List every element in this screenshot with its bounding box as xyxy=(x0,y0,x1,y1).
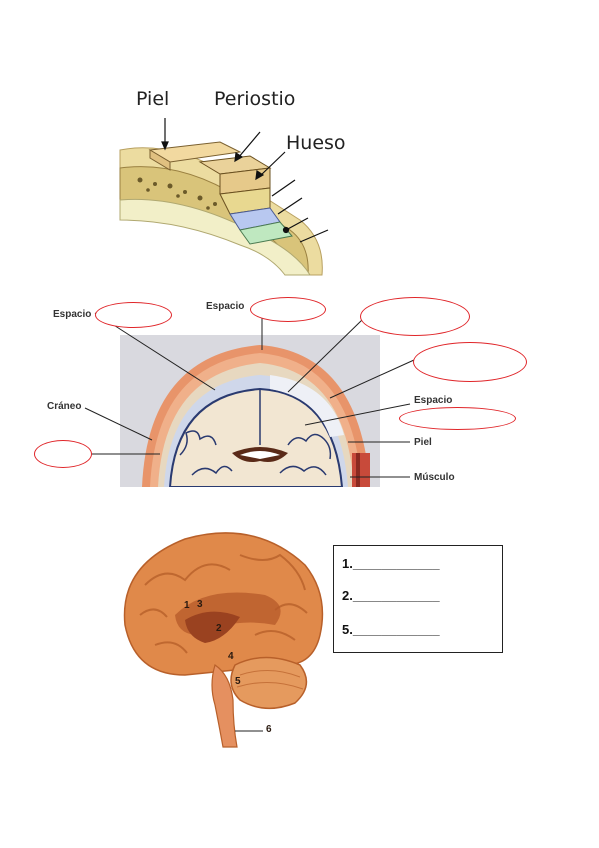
brain-number-3: 3 xyxy=(197,599,203,610)
label-musculo: Músculo xyxy=(414,472,455,483)
answer-oval-top-right[interactable] xyxy=(360,297,470,336)
label-hueso: Hueso xyxy=(286,132,346,154)
brain-number-2: 2 xyxy=(216,623,222,634)
brain-number-6: 6 xyxy=(266,724,272,735)
answer-line-5[interactable]: 5.____________ xyxy=(342,622,440,637)
label-piel: Piel xyxy=(136,88,170,110)
label-periostio: Periostio xyxy=(214,88,296,110)
answer-oval-left-bottom[interactable] xyxy=(34,440,92,468)
label-craneo: Cráneo xyxy=(47,401,82,412)
answer-oval-espacio-left[interactable] xyxy=(95,302,172,328)
scalp-layers-diagram: Piel Periostio Hueso xyxy=(110,80,350,280)
answer-line-1[interactable]: 1.____________ xyxy=(342,556,440,571)
brain-illustration xyxy=(123,532,324,748)
answer-oval-espacio-top[interactable] xyxy=(250,297,326,322)
brain-number-1: 1 xyxy=(184,600,190,611)
label-piel-2: Piel xyxy=(414,437,432,448)
answer-line-2[interactable]: 2.____________ xyxy=(342,588,440,603)
label-espacio-left: Espacio xyxy=(53,309,92,320)
answer-box: 1.____________ 2.____________ 5.________… xyxy=(333,545,503,653)
answer-oval-espacio-right[interactable] xyxy=(399,407,516,430)
scalp-layers-illustration xyxy=(119,118,329,276)
brain-number-5: 5 xyxy=(235,676,241,687)
label-espacio-right: Espacio xyxy=(414,395,453,406)
label-espacio-top: Espacio xyxy=(206,301,245,312)
meninges-illustration xyxy=(120,335,380,488)
meninges-diagram xyxy=(120,335,380,488)
brain-diagram: 1 3 2 4 5 6 xyxy=(115,525,330,750)
answer-oval-right-middle[interactable] xyxy=(413,342,527,382)
brain-number-4: 4 xyxy=(228,651,234,662)
